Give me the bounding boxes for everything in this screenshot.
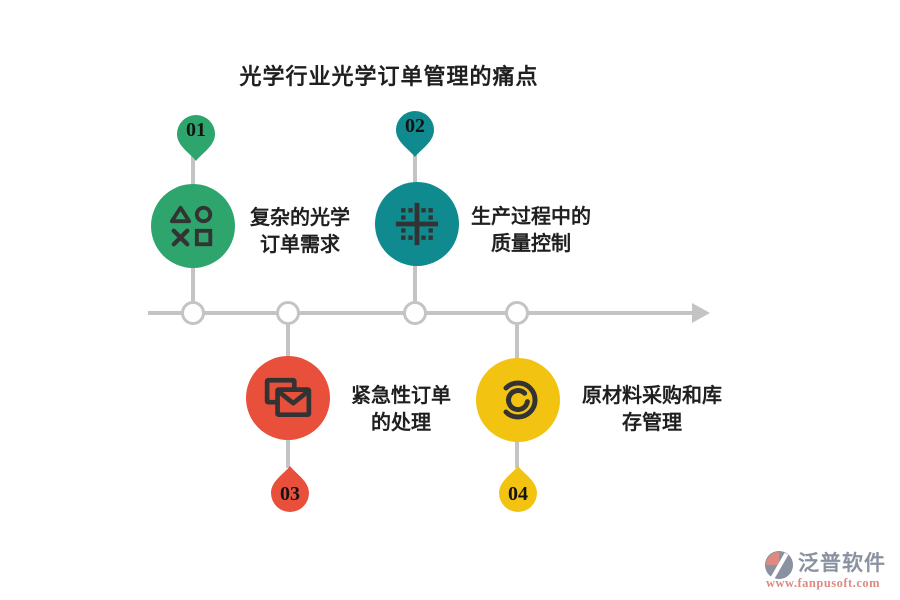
node-01-circle xyxy=(151,184,235,268)
watermark-brand: 泛普软件 xyxy=(798,552,886,575)
node-03-number: 03 xyxy=(280,483,300,505)
node-04-label: 原材料采购和库 存管理 xyxy=(567,383,737,437)
node-03-circle xyxy=(246,356,330,440)
node-03-label-line1: 紧急性订单 xyxy=(351,385,451,407)
node-01-marker: 01 xyxy=(177,115,215,161)
node-04-number: 04 xyxy=(508,483,528,505)
watermark-logo-icon xyxy=(764,550,794,580)
timeline-point xyxy=(181,301,205,325)
node-01-number: 01 xyxy=(186,119,206,141)
connector-line xyxy=(191,266,195,304)
timeline-point xyxy=(276,301,300,325)
node-01-label-line2: 订单需求 xyxy=(260,234,340,256)
balloon-pin-icon xyxy=(177,115,215,161)
node-04-label-line2: 存管理 xyxy=(622,412,682,434)
drop-pin-icon xyxy=(271,466,309,512)
connector-line xyxy=(286,438,290,468)
node-01-label-line1: 复杂的光学 xyxy=(250,207,350,229)
node-03-label-line2: 的处理 xyxy=(371,412,431,434)
connector-line xyxy=(286,322,290,360)
timeline-point xyxy=(505,301,529,325)
mail-icon xyxy=(264,377,312,418)
cross-dots-icon xyxy=(395,202,439,246)
node-03-marker: 03 xyxy=(271,466,309,512)
timeline-point xyxy=(403,301,427,325)
spiral-icon xyxy=(503,380,538,420)
node-02-label-line2: 质量控制 xyxy=(491,233,571,255)
drop-pin-icon xyxy=(499,466,537,512)
node-02-marker: 02 xyxy=(396,111,434,157)
node-01-label: 复杂的光学 订单需求 xyxy=(215,205,385,259)
node-04-circle xyxy=(476,358,560,442)
watermark-url: www.fanpusoft.com xyxy=(766,576,881,590)
game-shapes-icon xyxy=(169,205,213,247)
connector-line xyxy=(413,264,417,304)
timeline-arrowhead-icon xyxy=(692,303,710,323)
watermark: 泛普软件 www.fanpusoft.com xyxy=(764,547,896,593)
connector-line xyxy=(515,440,519,468)
node-02-label-line1: 生产过程中的 xyxy=(471,206,591,228)
node-02-label: 生产过程中的 质量控制 xyxy=(446,204,616,258)
node-04-label-line1: 原材料采购和库 xyxy=(582,385,722,407)
balloon-pin-icon xyxy=(396,111,434,157)
page-title: 光学行业光学订单管理的痛点 xyxy=(239,64,539,89)
connector-line xyxy=(191,156,195,190)
node-02-number: 02 xyxy=(405,115,425,137)
node-04-marker: 04 xyxy=(499,466,537,512)
connector-line xyxy=(515,322,519,362)
connector-line xyxy=(413,152,417,186)
node-02-circle xyxy=(375,182,459,266)
node-03-label: 紧急性订单 的处理 xyxy=(316,383,486,437)
